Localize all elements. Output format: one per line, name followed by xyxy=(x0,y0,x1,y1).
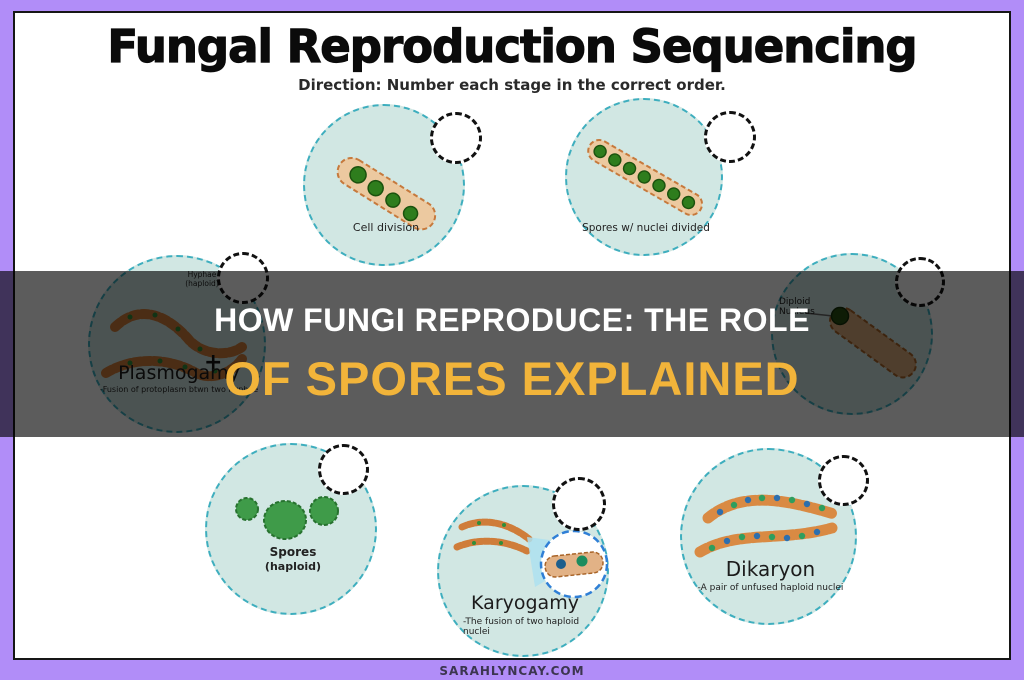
watermark-text: SARAHLYNCAY.COM xyxy=(439,664,585,678)
stage-circle-spores-divided: Spores w/ nuclei divided xyxy=(565,98,723,256)
answer-circle-7[interactable] xyxy=(818,455,869,506)
footer-strip: SARAHLYNCAY.COM xyxy=(0,660,1024,680)
spores-illustration xyxy=(235,496,339,540)
banner-overlay: HOW FUNGI REPRODUCE: THE ROLE OF SPORES … xyxy=(0,271,1024,437)
answer-circle-5[interactable] xyxy=(318,444,369,495)
stage-circle-karyogamy: Karyogamy -The fusion of two haploid nuc… xyxy=(437,485,609,657)
answer-circle-2[interactable] xyxy=(704,111,756,163)
stage-label: Spores w/ nuclei divided xyxy=(582,222,710,234)
stage-label: Dikaryon xyxy=(725,557,816,581)
answer-circle-1[interactable] xyxy=(430,112,482,164)
banner-title-line1: HOW FUNGI REPRODUCE: THE ROLE xyxy=(214,302,810,338)
stage-sublabel: -A pair of unfused haploid nuclei xyxy=(697,583,844,593)
stage-sublabel: -The fusion of two haploid nuclei xyxy=(463,617,580,638)
answer-circle-6[interactable] xyxy=(552,477,606,531)
stage-label: Karyogamy xyxy=(471,592,579,614)
banner-title-line2: OF SPORES EXPLAINED xyxy=(224,352,800,405)
stage-sublabel: (haploid) xyxy=(264,560,322,573)
stage-label: Cell division xyxy=(352,221,420,234)
hypha-many-nuclei-illustration xyxy=(587,139,704,216)
direction-text: Direction: Number each stage in the corr… xyxy=(298,76,726,94)
hypha-four-nuclei-illustration xyxy=(336,156,437,231)
karyogamy-illustration xyxy=(453,518,609,599)
dikaryon-hyphae-illustration xyxy=(694,494,840,558)
page-title: Fungal Reproduction Sequencing xyxy=(107,19,918,73)
stage-label: Spores xyxy=(269,545,317,559)
